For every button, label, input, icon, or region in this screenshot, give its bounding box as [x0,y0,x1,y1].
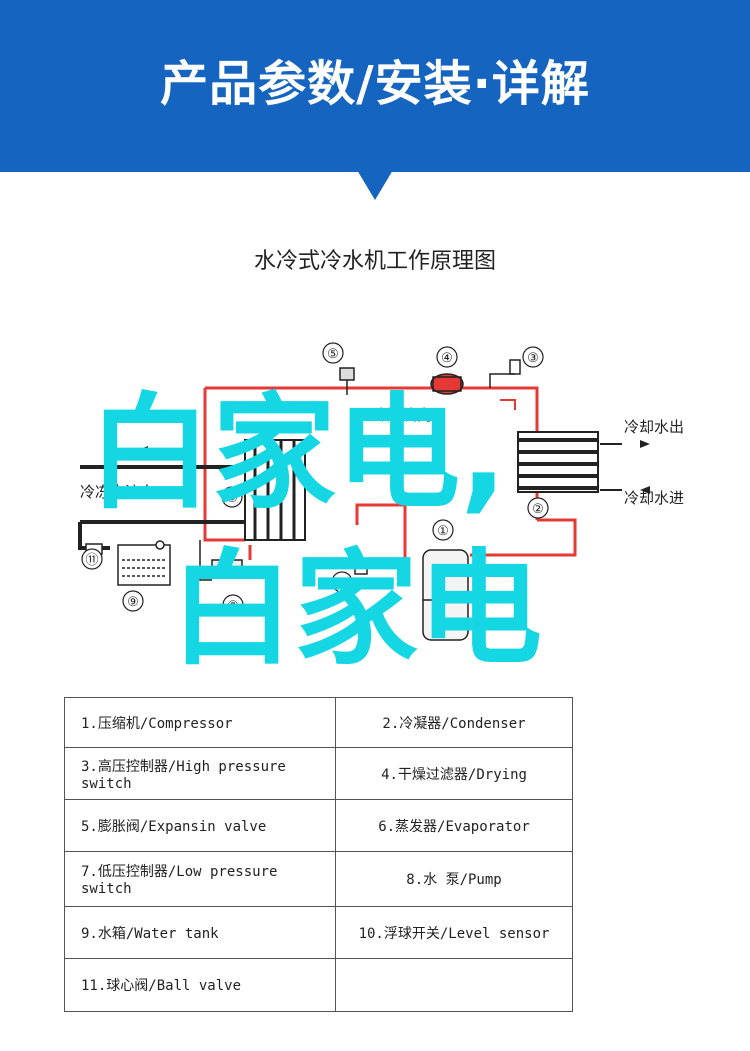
marker-5-label: ⑤ [327,347,339,362]
table-cell: 11.球心阀/Ball valve [64,958,336,1012]
table-cell: 9.水箱/Water tank [64,906,336,959]
pump [199,540,243,581]
table-row: 1.压缩机/Compressor 2.冷凝器/Condenser [64,697,573,748]
parts-table: 1.压缩机/Compressor 2.冷凝器/Condenser 3.高压控制器… [64,697,573,1012]
marker-6-label: ⑥ [226,491,238,506]
banner-title: 产品参数/安装·详解 [160,56,590,112]
marker-9-label: ⑨ [127,595,139,610]
table-cell: 8.水 泵/Pump [335,851,573,907]
watermark-line-1: 白家电, [88,382,508,526]
cooling-water-lines [600,443,622,491]
table-row: 9.水箱/Water tank 10.浮球开关/Level sensor [64,906,573,959]
table-cell: 7.低压控制器/Low pressure switch [64,851,336,907]
compressor [422,549,469,641]
marker-9 [122,590,144,612]
table-cell: 4.干燥过滤器/Drying [335,747,573,800]
marker-5 [322,342,344,364]
refrigerant-flow-label: 冷媒流向 [372,406,432,424]
arrow-out-icon [640,440,650,448]
drying-filter [430,373,464,395]
marker-3 [522,346,544,368]
expansion-valve [339,367,355,395]
marker-1 [432,519,454,541]
banner-pointer-arrow [357,170,393,200]
marker-7 [331,571,353,593]
marker-2 [527,497,549,519]
condenser [517,431,599,493]
arrow-in-icon [640,486,650,494]
table-row: 5.膨胀阀/Expansin valve 6.蒸发器/Evaporator [64,799,573,852]
watermark-line-2: 白家电 [170,538,543,682]
table-row: 7.低压控制器/Low pressure switch 8.水 泵/Pump [64,851,573,907]
cooling-water-in-label: 冷却水进 [624,489,684,507]
high-pressure-switch [489,359,521,388]
table-cell [335,958,573,1012]
chiller-diagram: ⑤ ④ ③ ② ① ⑥ ⑦ ⑧ ⑨ ⑪ 冷媒流向 冷却水出 冷却水进 冷冻水流向 [78,342,684,641]
table-cell: 3.高压控制器/High pressure switch [64,747,336,800]
low-pressure-switch [354,559,368,575]
diagram-title: 水冷式冷水机工作原理图 [253,249,496,274]
table-cell: 6.蒸发器/Evaporator [335,799,573,852]
marker-11 [81,548,103,570]
marker-2-label: ② [532,502,544,517]
marker-3-label: ③ [527,351,539,366]
flow-arrow-red [500,399,516,410]
marker-6 [221,486,243,508]
chilled-water-flow-label: 冷冻水流向 [80,483,155,501]
cooling-water-out-label: 冷却水出 [624,418,684,436]
marker-4 [436,346,458,368]
marker-11-label: ⑪ [85,553,98,568]
table-cell: 5.膨胀阀/Expansin valve [64,799,336,852]
arrow-left-icon [138,446,148,454]
table-row: 11.球心阀/Ball valve [64,958,573,1012]
marker-4-label: ④ [441,351,453,366]
water-tank [117,540,171,586]
marker-1-label: ① [437,524,449,539]
marker-7-label: ⑦ [336,576,348,591]
marker-8-label: ⑧ [227,599,239,614]
table-cell: 10.浮球开关/Level sensor [335,906,573,959]
header-banner: 产品参数/安装·详解 [0,0,750,172]
table-cell: 1.压缩机/Compressor [64,697,336,748]
evaporator [244,439,306,541]
marker-8 [222,594,244,616]
table-cell: 2.冷凝器/Condenser [335,697,573,748]
table-row: 3.高压控制器/High pressure switch 4.干燥过滤器/Dry… [64,747,573,800]
